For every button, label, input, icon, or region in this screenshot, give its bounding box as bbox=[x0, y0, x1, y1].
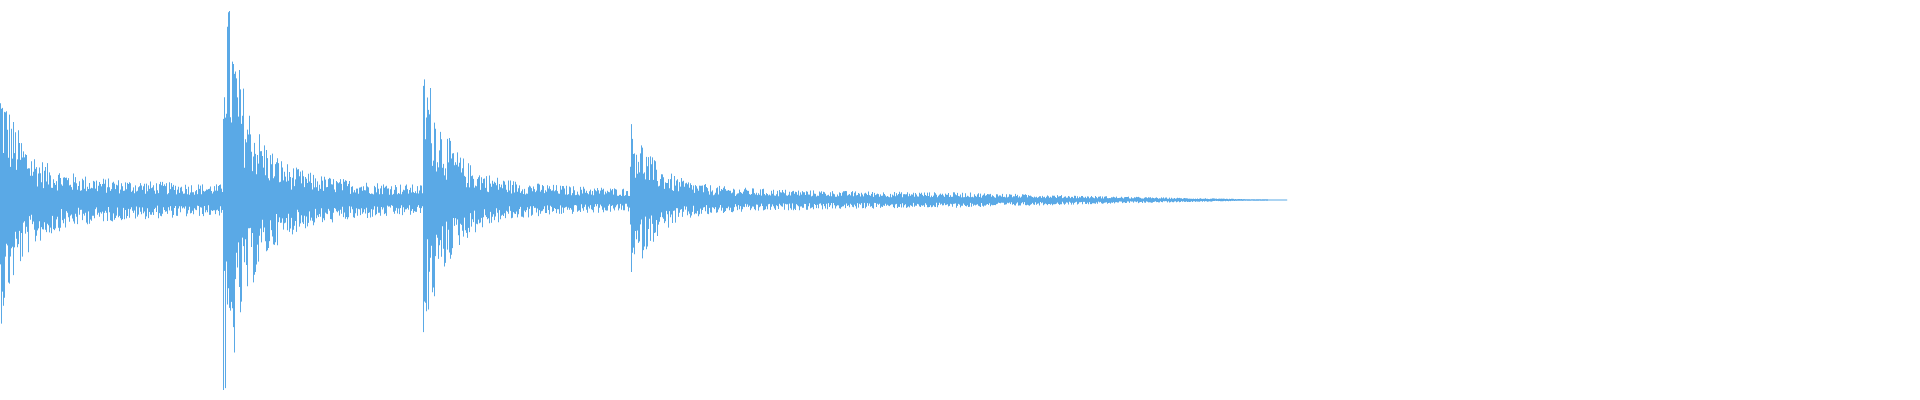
waveform-graphic bbox=[0, 11, 1288, 390]
